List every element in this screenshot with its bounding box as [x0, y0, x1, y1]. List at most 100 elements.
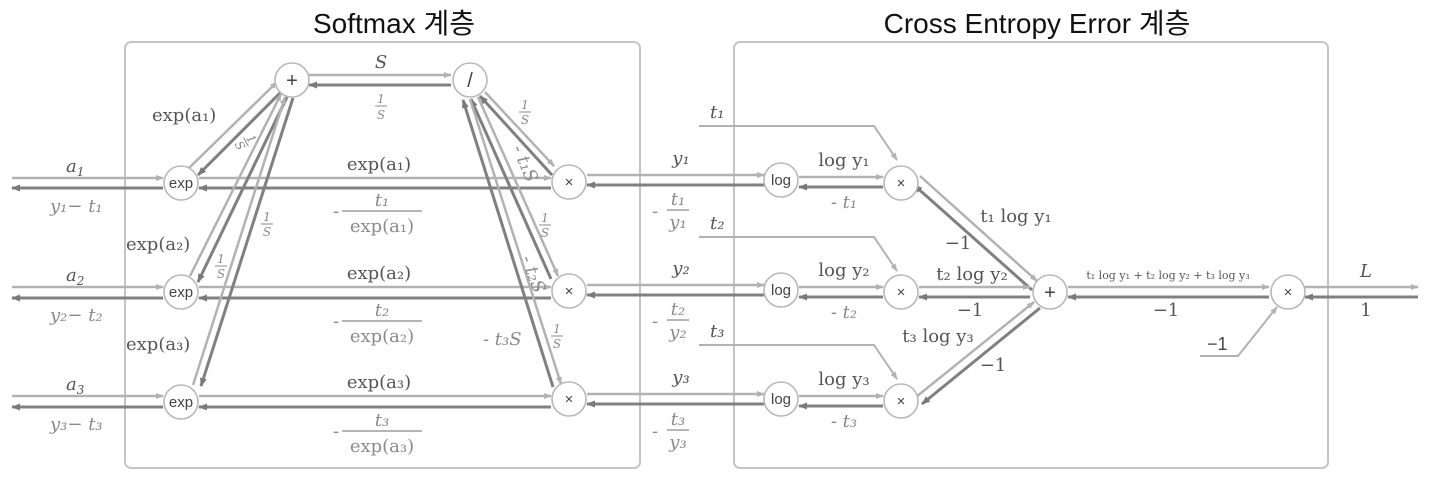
sum-total-grad: −1 [1153, 300, 1180, 321]
log-out-3: log y₃ [818, 369, 869, 390]
exp-grad-2: - t₂ exp(a₂) [333, 300, 422, 347]
log-grad-1: - t₁ [831, 192, 857, 213]
svg-text:×: × [897, 393, 906, 410]
svg-text:1: 1 [217, 252, 225, 266]
inv-s-label-5: 1 S [539, 211, 551, 240]
sum-total-label: t₁ log y₁ + t₂ log y₂ + t₃ log y₃ [1086, 269, 1249, 282]
svg-text:1: 1 [541, 211, 549, 225]
exp-out-2: exp(a₂) [347, 263, 411, 284]
log-to-mul-edges [798, 174, 884, 410]
svg-text:y₁: y₁ [668, 212, 686, 233]
diag-exp-a3: exp(a₃) [126, 334, 190, 355]
input-grad-1: y₁− t₁ [49, 196, 103, 217]
svg-text:exp: exp [169, 394, 193, 411]
exp-node-1: exp [163, 165, 199, 201]
input-a2-label: a2 [66, 265, 84, 288]
exp-node-3: exp [163, 384, 199, 420]
input-a1-label: a1 [66, 156, 84, 179]
svg-text:t₃: t₃ [375, 410, 389, 431]
svg-text:exp: exp [169, 175, 193, 192]
cross-entropy-layer-title: Cross Entropy Error 계층 [884, 8, 1191, 39]
log-node-3: log [763, 381, 799, 417]
svg-text:-: - [333, 311, 339, 332]
mul-to-log-edges [586, 172, 765, 408]
sum-backward-label: 1 S [375, 92, 387, 122]
svg-text:-: - [333, 421, 339, 442]
svg-text:t₃: t₃ [671, 409, 685, 430]
log-node-2: log [763, 272, 799, 308]
y-grad-1: - t₁ y₁ [652, 189, 689, 233]
svg-text:S: S [217, 267, 225, 281]
inv-s-label-6: 1 S [551, 322, 563, 351]
svg-text:+: + [286, 70, 298, 92]
sum-to-final-mul-edges [1067, 284, 1270, 301]
diag-neg-t3S: - t₃S [483, 329, 522, 350]
svg-text:exp(a₁): exp(a₁) [350, 216, 414, 237]
softmax-layer-frame [124, 41, 641, 469]
input-edges [11, 175, 164, 411]
y-grad-3: - t₃ y₃ [652, 409, 689, 453]
t-input-2: t₂ [710, 213, 724, 234]
svg-text:S: S [521, 113, 529, 127]
svg-text:t₁: t₁ [375, 190, 389, 211]
svg-text:log: log [771, 391, 791, 408]
exp-to-mul-edges [198, 175, 552, 411]
ce-mul-node-2: × [883, 274, 919, 310]
svg-text:t₂: t₂ [671, 299, 685, 320]
svg-text:S: S [541, 226, 549, 240]
ce-sum-node: + [1032, 274, 1068, 310]
final-mul-node: × [1270, 274, 1306, 310]
const-input-label: −1 [1207, 334, 1228, 354]
t-input-3: t₃ [710, 321, 724, 342]
svg-text:S: S [263, 225, 271, 239]
mul-node-3: × [551, 381, 587, 417]
svg-text:1: 1 [377, 92, 385, 106]
prod-grad-3: −1 [980, 355, 1007, 376]
exp-grad-3: - t₃ exp(a₃) [333, 410, 422, 457]
diag-exp-a2: exp(a₂) [126, 234, 190, 255]
svg-text:×: × [897, 284, 906, 301]
inv-s-label-2: 1 S [261, 210, 273, 239]
svg-text:exp: exp [169, 284, 193, 301]
loss-label: L [1359, 261, 1372, 282]
exp-out-3: exp(a₃) [347, 372, 411, 393]
prod-grad-2: −1 [957, 300, 984, 321]
loss-grad: 1 [1360, 300, 1371, 321]
svg-text:log: log [771, 172, 791, 189]
svg-text:S: S [377, 108, 385, 122]
svg-text:y₃: y₃ [668, 432, 686, 453]
svg-text:exp(a₂): exp(a₂) [350, 326, 414, 347]
svg-text:×: × [565, 391, 574, 408]
prod-out-1: t₁ log y₁ [980, 206, 1051, 227]
inv-s-label-3: 1 S [215, 252, 227, 281]
cross-entropy-layer-frame [733, 41, 1329, 469]
svg-text:×: × [897, 175, 906, 192]
ce-mul-node-1: × [883, 165, 919, 201]
t-input-1: t₁ [710, 102, 724, 123]
const-input-edge [1200, 306, 1278, 357]
div-node: / [452, 62, 488, 98]
svg-text:1: 1 [553, 322, 561, 336]
svg-text:log: log [771, 282, 791, 299]
div-to-mul-edges [461, 91, 563, 388]
svg-text:1: 1 [521, 98, 529, 112]
svg-text:1: 1 [263, 210, 271, 224]
sum-forward-label: S [375, 52, 387, 73]
log-grad-3: - t₃ [831, 411, 857, 432]
svg-text:-: - [333, 201, 339, 222]
svg-text:+: + [1044, 282, 1056, 304]
softmax-layer-title: Softmax 계층 [313, 8, 475, 39]
log-out-1: log y₁ [818, 150, 869, 171]
svg-text:/: / [467, 70, 473, 92]
sum-node: + [274, 62, 310, 98]
inv-s-label-4: 1 S [519, 98, 531, 127]
svg-text:t₁: t₁ [671, 189, 685, 210]
exp-out-1: exp(a₁) [347, 154, 411, 175]
svg-text:t₂: t₂ [375, 300, 389, 321]
mul-to-sum-edges [913, 175, 1041, 406]
prod-out-2: t₂ log y₂ [936, 264, 1007, 285]
svg-text:×: × [565, 174, 574, 191]
svg-text:exp(a₃): exp(a₃) [350, 436, 414, 457]
exp-to-sum-edges [188, 81, 295, 387]
